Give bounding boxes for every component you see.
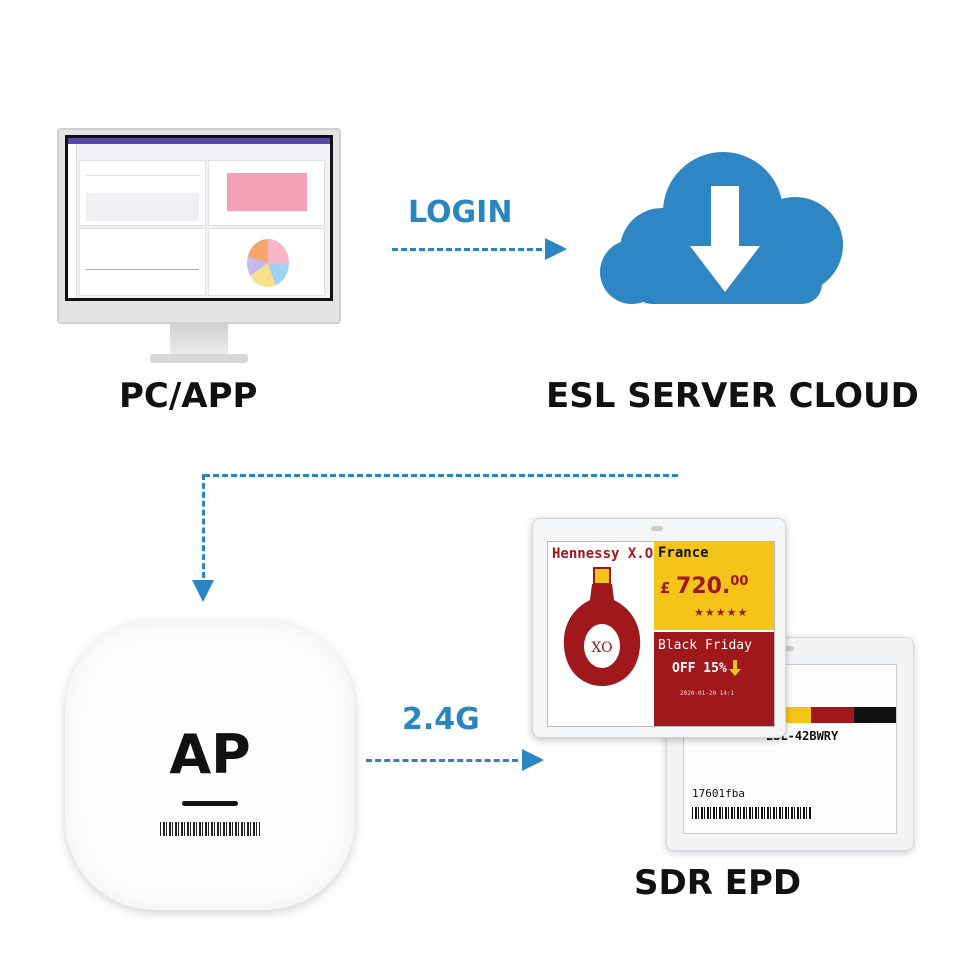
timestamp-label: 2020-01-20 14:1 (680, 690, 735, 697)
dashboard-panel-bar (208, 160, 325, 226)
monitor-icon (57, 128, 341, 324)
electronic-shelf-label-front: Hennessy X.O XO France £ 720.00 ★★★★★ Bl… (532, 518, 786, 738)
access-point-device: AP (65, 620, 355, 910)
tag-front-display: Hennessy X.O XO France £ 720.00 ★★★★★ Bl… (547, 541, 775, 727)
frequency-label: 2.4G (402, 702, 480, 737)
price-display: £ 720.00 (660, 574, 748, 599)
login-arrow-line (392, 248, 542, 251)
cloud-to-ap-arrow-head (192, 580, 214, 602)
price-main: 720. (676, 574, 731, 599)
tag-led-icon (651, 526, 663, 531)
dashboard-panel-line (79, 228, 206, 296)
product-name: Hennessy X.O (552, 546, 654, 562)
monitor-neck (170, 322, 228, 356)
arrow-down-icon (728, 660, 741, 676)
bottle-icon: XO (563, 567, 641, 686)
monitor-screen (65, 135, 333, 301)
promo-panel: Black Friday OFF 15% 2020-01-20 14:1 (654, 632, 774, 726)
dashboard-panel-pie (208, 228, 325, 296)
currency-symbol: £ (660, 579, 671, 597)
login-arrow-head (545, 238, 567, 260)
dashboard-panel-stats (79, 160, 206, 226)
discount-label: OFF 15% (672, 660, 727, 676)
discount-row: OFF 15% (672, 660, 741, 676)
ap-barcode (160, 822, 260, 836)
price-panel: France £ 720.00 ★★★★★ (654, 542, 774, 630)
pc-app-label: PC/APP (119, 376, 258, 416)
price-cents: 00 (730, 574, 749, 589)
sdr-epd-label: SDR EPD (634, 863, 802, 903)
dashboard-sidebar (68, 144, 77, 298)
monitor-stand (150, 354, 248, 363)
tag-id-label: 17601fba (692, 787, 745, 800)
login-label: LOGIN (408, 195, 513, 230)
ap-label: AP (169, 723, 251, 786)
cloud-to-ap-line-vertical (202, 474, 205, 578)
tag-back-barcode (692, 807, 812, 819)
dashboard-screenshot (68, 138, 330, 298)
promo-label: Black Friday (658, 638, 752, 653)
origin-label: France (658, 545, 709, 561)
dashboard-topbar (68, 138, 330, 144)
rating-stars: ★★★★★ (694, 606, 749, 619)
cloud-to-ap-line-horizontal (204, 474, 678, 477)
tag-led-icon (782, 646, 794, 651)
esl-server-cloud-label: ESL SERVER CLOUD (546, 376, 919, 416)
ap-to-tags-arrow-head (522, 749, 544, 771)
bottle-label-text: XO (591, 640, 612, 656)
ap-to-tags-arrow-line (366, 759, 518, 762)
ap-indicator-slot (182, 801, 238, 806)
cloud-download-icon (600, 152, 843, 304)
